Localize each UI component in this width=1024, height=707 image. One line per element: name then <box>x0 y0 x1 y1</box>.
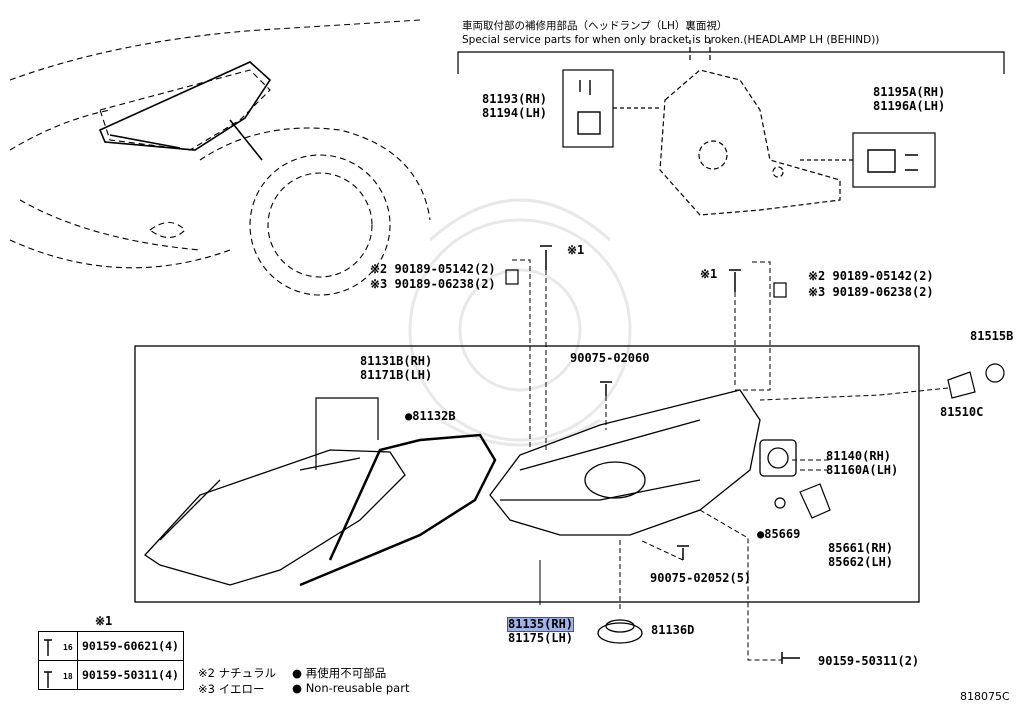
oring-85669 <box>774 497 786 509</box>
kit-row: 18 90159-50311(4) <box>38 660 184 690</box>
leader-lines <box>512 259 949 661</box>
kit-title: ※1 <box>95 614 113 628</box>
clip-icon <box>505 269 787 298</box>
part-label-90159-50311-2[interactable]: 90159-50311(2) <box>818 654 920 668</box>
kit-size: 18 <box>63 672 73 681</box>
legend-nonreuse-en: ● Non-reusable part <box>292 681 410 695</box>
header-line-jp: 車両取付部の補修用部品（ヘッドランプ（LH）裏面視） <box>462 20 728 32</box>
part-label-81171b[interactable]: 81171B(LH) <box>360 368 433 382</box>
cover-81136d <box>597 619 643 644</box>
kit-row: 16 90159-60621(4) <box>38 631 184 661</box>
bracket-box-left <box>562 69 614 148</box>
legend-yellow: ※3 イエロー <box>198 682 265 696</box>
kit-part[interactable]: 90159-50311(4) <box>77 660 184 690</box>
headlamp-assembly <box>489 389 761 536</box>
screw-icon <box>540 245 800 664</box>
part-label-81510c[interactable]: 81510C <box>940 405 984 419</box>
leader-line <box>613 107 853 161</box>
part-label-clip-left-b[interactable]: ※3 90189-06238(2) <box>370 277 496 291</box>
part-label-81195a[interactable]: 81195A(RH) <box>873 85 946 99</box>
part-label-81136d[interactable]: 81136D <box>651 623 695 637</box>
part-label-81515b[interactable]: 81515B <box>970 329 1014 343</box>
bracket-box-right <box>852 132 936 188</box>
part-label-81140[interactable]: 81140(RH) <box>826 449 892 463</box>
part-label-81196a[interactable]: 81196A(LH) <box>873 99 946 113</box>
part-label-81175[interactable]: 81175(LH) <box>508 631 574 645</box>
header-line-en: Special service parts for when only brac… <box>462 34 880 46</box>
part-label-81132b[interactable]: ●81132B <box>405 409 456 423</box>
header-bracket <box>457 51 1005 74</box>
kit-table: 16 90159-60621(4) 18 90159-50311(4) <box>38 631 184 690</box>
bracket-leader <box>315 397 379 470</box>
part-label-clip-right-b[interactable]: ※3 90189-06238(2) <box>808 285 934 299</box>
bulb-socket-81515b <box>985 363 1005 383</box>
assembly-frame <box>134 345 920 603</box>
watermark-logo <box>408 198 632 447</box>
car-headlamp-outline <box>98 61 272 161</box>
part-label-81135-selected[interactable]: 81135(RH) <box>506 617 575 632</box>
car-sketch <box>9 19 431 296</box>
screw-icon <box>577 80 601 135</box>
headlamp-back-detail <box>659 40 841 216</box>
screw-icon <box>867 149 918 173</box>
part-label-clip-right-a[interactable]: ※2 90189-05142(2) <box>808 269 934 283</box>
part-label-81194[interactable]: 81194(LH) <box>482 106 548 120</box>
part-label-bolt-right: ※1 <box>700 267 718 281</box>
part-label-81131b[interactable]: 81131B(RH) <box>360 354 433 368</box>
part-label-bolt-left: ※1 <box>567 243 585 257</box>
part-label-85661[interactable]: 85661(RH) <box>828 541 894 555</box>
part-label-clip-left-a[interactable]: ※2 90189-05142(2) <box>370 262 496 276</box>
legend-nonreuse-jp: ● 再使用不可部品 <box>292 666 387 680</box>
kit-size: 16 <box>63 643 73 652</box>
part-label-90075-02052[interactable]: 90075-02052(5) <box>650 571 752 585</box>
figure-id: 818075C <box>960 690 1010 703</box>
legend-natural: ※2 ナチュラル <box>198 666 277 680</box>
kit-part[interactable]: 90159-60621(4) <box>77 631 184 661</box>
kit-size-cell: 16 <box>38 631 78 661</box>
part-label-85662[interactable]: 85662(LH) <box>828 555 894 569</box>
kit-size-cell: 18 <box>38 660 78 690</box>
part-label-90075-02060[interactable]: 90075-02060 <box>570 351 650 365</box>
part-label-81160a[interactable]: 81160A(LH) <box>826 463 899 477</box>
bulb-icon <box>947 371 976 399</box>
part-label-85669[interactable]: ●85669 <box>757 527 801 541</box>
lens-gasket <box>299 433 497 587</box>
bulb-socket <box>759 439 797 477</box>
part-label-81193[interactable]: 81193(RH) <box>482 92 548 106</box>
actuator-85661 <box>799 483 831 519</box>
headlamp-lens <box>144 449 406 586</box>
